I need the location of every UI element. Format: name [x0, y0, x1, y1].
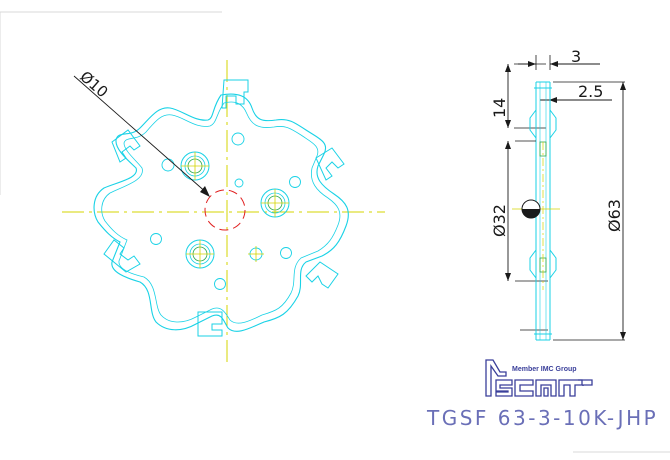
member-imc-group-text: Member IMC Group — [512, 366, 577, 373]
outer-diameter-label: Ø63 — [605, 199, 624, 232]
insert-seat-upper-right — [315, 147, 345, 181]
cutter-body-outline — [93, 93, 349, 332]
chip-pocket — [289, 176, 301, 188]
bore-diameter-label: Ø32 — [490, 204, 509, 237]
front-view: Ø10 — [62, 60, 385, 362]
insert-seat-upper-left — [111, 129, 141, 163]
logo-mark — [485, 359, 507, 397]
chip-pocket — [214, 278, 226, 290]
diameter-leader — [73, 75, 209, 195]
hole-diameter-label: Ø10 — [76, 67, 111, 101]
insert-seat-top — [221, 79, 249, 109]
width-label: 3 — [571, 47, 581, 66]
insert-seat-bottom — [197, 311, 223, 337]
screw-hole-right — [260, 188, 290, 218]
cutter-inner-outline — [101, 101, 341, 324]
leader-arrowhead — [200, 186, 210, 197]
depth-label: 14 — [490, 98, 509, 118]
bore-section-marker — [521, 199, 541, 219]
insert-seat-lower-right — [305, 261, 339, 289]
part-number: TGSF 63-3-10K-JHP — [427, 406, 659, 430]
iscar-logo — [485, 359, 593, 397]
chip-pocket — [150, 233, 162, 245]
chip-pocket — [280, 247, 292, 259]
side-view: 3 2.5 14 Ø32 Ø63 — [490, 47, 626, 341]
chip-pocket — [161, 158, 175, 172]
screw-hole-lower — [185, 239, 215, 269]
chip-pocket — [234, 178, 244, 188]
center-bore — [204, 189, 246, 231]
insert-width-label: 2.5 — [578, 82, 603, 101]
pin-hole — [248, 246, 264, 262]
screw-hole-upper — [180, 151, 210, 181]
insert-seat-lower-left — [103, 239, 141, 273]
chip-pocket — [231, 132, 245, 146]
